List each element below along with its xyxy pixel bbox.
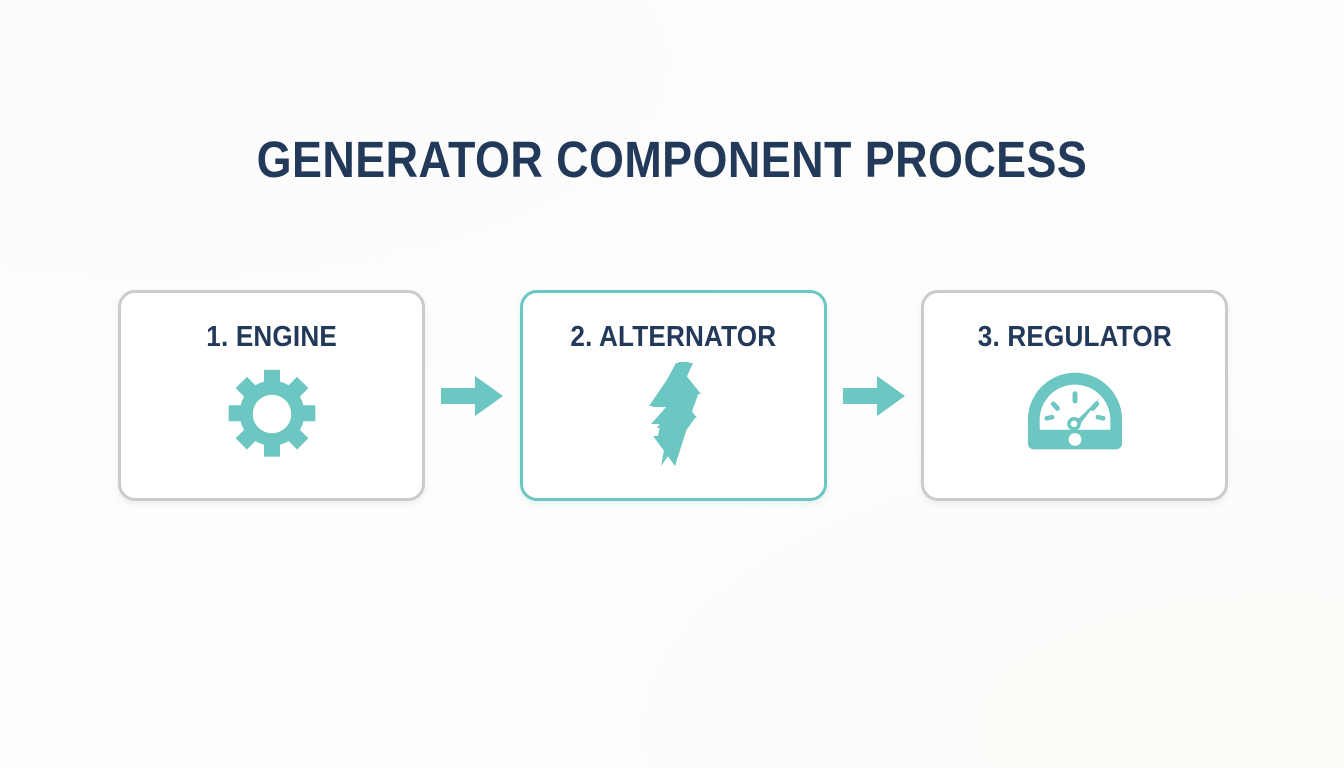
process-step-card-regulator[interactable]: 3. REGULATOR	[921, 290, 1228, 501]
arrow-right-icon	[842, 373, 905, 419]
process-flow-row: 1. ENGINE 2. ALTERNATOR	[118, 290, 1228, 501]
page-title: GENERATOR COMPONENT PROCESS	[256, 131, 1088, 188]
arrow-right-icon	[441, 373, 504, 419]
process-step-label: 3. REGULATOR	[977, 321, 1172, 353]
process-step-label: 1. ENGINE	[206, 321, 337, 353]
gauge-icon	[1023, 365, 1127, 463]
process-step-card-engine[interactable]: 1. ENGINE	[118, 290, 425, 501]
gear-icon	[220, 365, 324, 463]
process-step-label: 2. ALTERNATOR	[570, 321, 776, 353]
process-step-card-alternator[interactable]: 2. ALTERNATOR	[519, 290, 827, 501]
lightning-bolt-icon	[621, 362, 725, 466]
